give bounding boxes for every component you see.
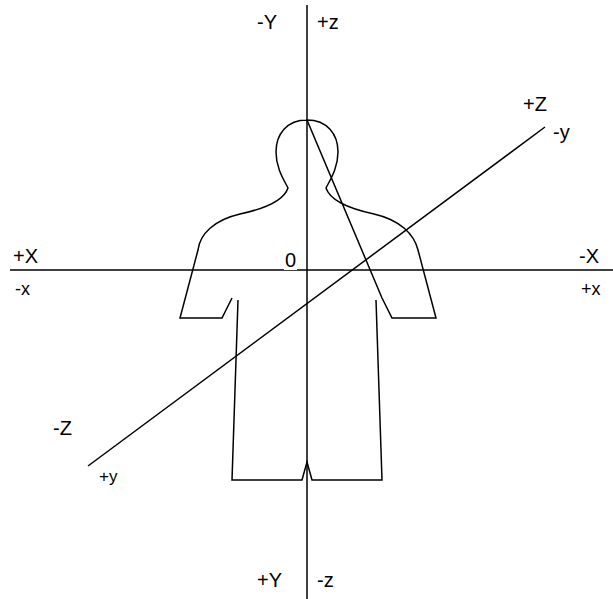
axis-label: -x (14, 280, 31, 298)
axis-label: -z (316, 570, 335, 590)
vertical-axis (306, 5, 308, 599)
axis-label: +Y (256, 570, 283, 590)
axis-label: -Y (256, 12, 278, 32)
axis-label: +Z (522, 94, 548, 114)
axis-label: +z (316, 12, 340, 32)
axis-label: +X (12, 246, 39, 266)
diagonal-axis (88, 127, 545, 466)
axis-label: 0 (284, 250, 297, 270)
axis-label: -X (578, 246, 600, 266)
axis-label: -Z (52, 418, 73, 438)
axis-label: -y (552, 122, 571, 142)
horizontal-axis (10, 269, 613, 271)
human-figure (180, 120, 436, 480)
axis-label: +y (98, 468, 118, 485)
axis-label: +x (580, 280, 602, 298)
